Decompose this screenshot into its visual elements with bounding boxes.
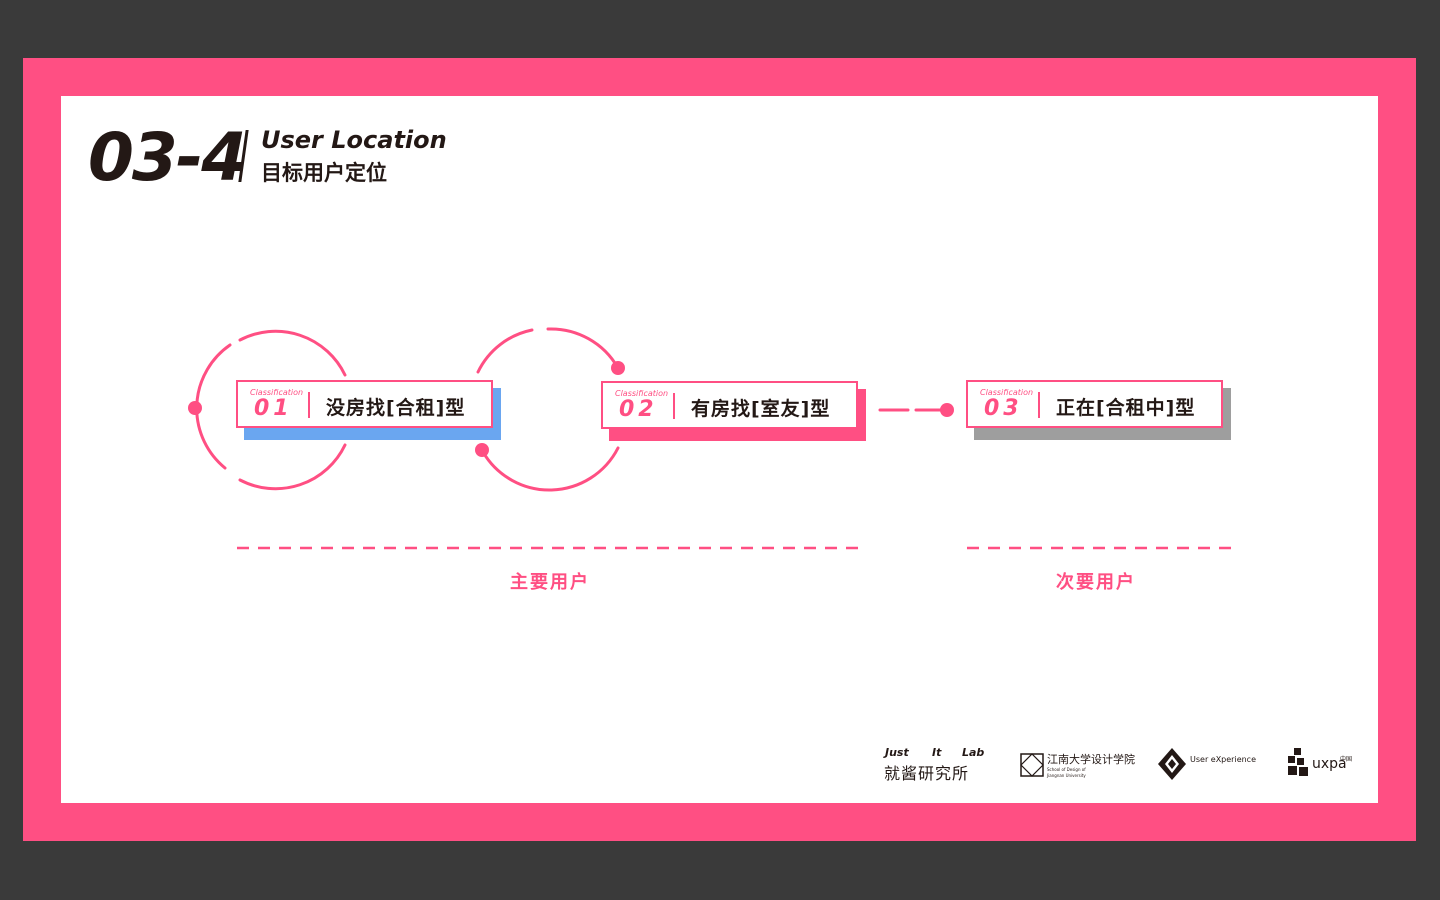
- circle-1-arc-bottom: [238, 443, 347, 491]
- school-emblem-icon: [1020, 753, 1044, 777]
- circle-2-arc-bottom: [481, 446, 620, 492]
- classification-label: Classification: [980, 388, 1034, 397]
- classification-card-3: Classification 03 正在[合租中]型: [966, 380, 1223, 428]
- lab-logo-en-3: Lab: [962, 746, 985, 759]
- lab-logo-en-1: Just: [885, 746, 909, 759]
- school-name-cn: 江南大学设计学院: [1047, 753, 1135, 766]
- section-title-en: User Location: [261, 126, 447, 154]
- dot-circle-1-left: [188, 401, 202, 415]
- classification-separator: [1038, 392, 1040, 418]
- classification-number: 01: [254, 396, 293, 421]
- classification-label: Classification: [615, 389, 669, 398]
- lab-logo-cn: 就酱研究所: [884, 764, 970, 783]
- classification-number: 03: [984, 396, 1023, 421]
- classification-number: 02: [619, 397, 658, 422]
- section-title-cn: 目标用户定位: [261, 161, 387, 185]
- circle-2-arc-top: [476, 328, 534, 374]
- dot-circle-2-bottom: [475, 443, 489, 457]
- footer-logos: Just It Lab 就酱研究所 江南大学设计学院 School of Des…: [880, 742, 1360, 786]
- school-name-en-2: Jiangnan University: [1047, 773, 1086, 778]
- classification-separator: [673, 393, 675, 419]
- section-number: 03-4: [88, 119, 247, 196]
- classification-card-2: Classification 02 有房找[室友]型: [601, 381, 858, 429]
- circle-2-arc-top-right: [546, 327, 620, 370]
- circle-1-arc-top: [238, 329, 347, 377]
- lab-logo-en-2: It: [932, 746, 942, 759]
- classification-name: 正在[合租中]型: [1056, 397, 1196, 419]
- classification-card-1: Classification 01 没房找[合租]型: [236, 380, 493, 428]
- classification-separator: [308, 392, 310, 418]
- uxpa-logo-text: uxpa: [1312, 756, 1347, 772]
- primary-users-label: 主要用户: [510, 572, 590, 593]
- dot-circle-2-top: [611, 361, 625, 375]
- slide-canvas: [61, 96, 1378, 803]
- dot-connector-end: [940, 403, 954, 417]
- uxpa-logo-cn: 中国: [1340, 756, 1353, 763]
- classification-name: 没房找[合租]型: [326, 397, 466, 419]
- ux-diamond-icon: [1158, 748, 1186, 780]
- school-name-en-1: School of Design of: [1047, 767, 1086, 772]
- secondary-users-label: 次要用户: [1056, 572, 1136, 593]
- ux-logo-text: User eXperience: [1190, 755, 1257, 764]
- uxpa-blocks-icon: [1288, 748, 1308, 776]
- classification-name: 有房找[室友]型: [691, 398, 831, 420]
- classification-label: Classification: [250, 388, 304, 397]
